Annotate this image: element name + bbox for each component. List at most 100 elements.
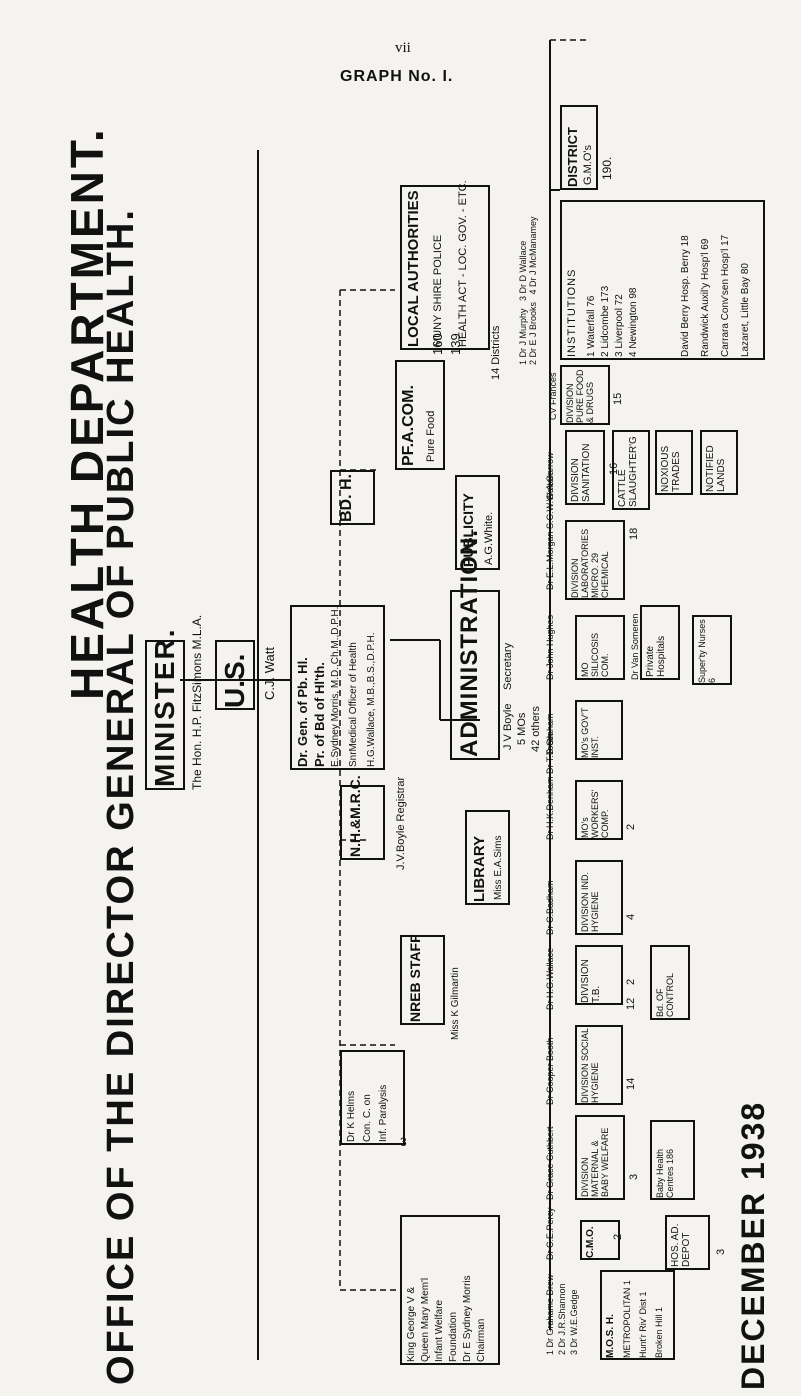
tb-board-label: Bd. OF CONTROL xyxy=(655,972,675,1017)
kelms-line1: Dr K Helms xyxy=(346,1090,357,1142)
kelms-box: Dr K Helms Con. C. on Inf. Paralysis xyxy=(340,1050,405,1145)
workers-box: MO's WORKERS' COMP. xyxy=(575,780,623,840)
us-name: C.J. Watt xyxy=(262,647,277,700)
foundation-line3: Infant Welfare xyxy=(434,1299,445,1362)
foundation-box: King George V & Queen Mary Mem'l Infant … xyxy=(400,1215,500,1365)
kelms-n: 3 xyxy=(400,1135,407,1149)
director-line2: Pr. of Bd of Hl'th. xyxy=(312,662,327,767)
library-box: LIBRARY Miss E.A.Sims xyxy=(465,810,510,905)
silicosis-label: MO SILICOSIS COM. xyxy=(580,632,610,677)
institutions-title: INSTITUTIONS xyxy=(566,268,578,357)
tb-board-box: Bd. OF CONTROL xyxy=(650,945,690,1020)
cmo-label: C.M.O. xyxy=(585,1226,596,1258)
baby-label: Baby Health Centres 186 xyxy=(655,1148,675,1198)
institutions-row-1: 1 Waterfall 76 xyxy=(586,295,597,357)
tb-box: DIVISION T.B. xyxy=(575,945,623,1005)
tb-n: 2 xyxy=(625,978,637,985)
metro-row-3: Broken Hill 1 xyxy=(654,1306,664,1358)
minister-box: MINISTER. xyxy=(145,627,185,790)
local-auth-districts: 14 Districts xyxy=(490,325,502,380)
local-auth-col1: MUNY SHIRE POLICE xyxy=(432,234,444,347)
div-pure-food-box: DIVISION PURE FOOD & DRUGS xyxy=(560,365,610,425)
div-sanitation-box: DIVISION SANITATION xyxy=(565,430,605,505)
pfacom-label: PF.A.COM. xyxy=(400,385,417,466)
maternal-head: Dr Grace Cuthbert xyxy=(545,1126,555,1200)
ind-hyg-box: DIVISION IND. HYGIENE xyxy=(575,860,623,935)
ind-hyg-label: DIVISION IND. HYGIENE xyxy=(580,871,600,932)
workers-head: Dr H.K.Denham Dr T.Tooth xyxy=(545,733,555,840)
nreb-label: NREB STAFF xyxy=(407,934,423,1022)
bdh-label: BD. H. xyxy=(338,474,355,522)
div-pure-food-n: 15 xyxy=(612,392,624,405)
div-pure-food-label: DIVISION PURE FOOD & DRUGS xyxy=(565,369,595,423)
hos-depot-n: 3 xyxy=(715,1248,727,1255)
foundation-line5: Dr E Sydney Morris xyxy=(462,1275,473,1362)
administration-label: ADMINISTRATION. xyxy=(456,529,483,757)
nreb-name: Miss K Gilmartin xyxy=(450,967,461,1040)
institutions-hosp-1: David Berry Hosp. Berry 18 xyxy=(680,235,691,357)
foundation-line6: Chairman xyxy=(476,1318,487,1362)
notified-label: NOTIFIED LANDS xyxy=(705,445,727,492)
institutions-hosp-2: Randwick Auxil'y Hosp'l 69 xyxy=(700,238,711,357)
institutions-hosp-4: Lazaret, Little Bay 80 xyxy=(740,263,751,357)
director-line4: SnrMedical Officer of Health xyxy=(348,642,359,767)
cattle-box: CATTLE SLAUGHTER'G xyxy=(612,430,650,510)
district-box: DISTRICT G.M.O's xyxy=(560,105,598,190)
title-line2: OFFICE OF THE DIRECTOR GENERAL OF PUBLIC… xyxy=(100,208,142,1385)
metro-row-2: Hunt'r Riv' Dist 1 xyxy=(638,1291,648,1358)
private-hosp-head: Dr Van Someren xyxy=(630,613,640,680)
nreb-box: NREB STAFF xyxy=(400,934,445,1025)
institutions-box: INSTITUTIONS 1 Waterfall 76 2 Lidcombe 1… xyxy=(560,200,765,360)
director-box: Dr. Gen. of Pb. Hl. Pr. of Bd of Hl'th. … xyxy=(290,605,385,770)
admin-others: 42 others xyxy=(530,706,542,752)
kelms-line3: Inf. Paralysis xyxy=(378,1084,389,1142)
us-label: U.S. xyxy=(219,653,250,708)
pfacom-sub: Pure Food xyxy=(425,410,437,462)
institutions-staff: 1 Dr J Murphy 3 Dr D Wallace 2 Dr E J Br… xyxy=(518,216,538,365)
library-label: LIBRARY xyxy=(471,835,488,902)
local-auth-title: LOCAL AUTHORITIES xyxy=(405,190,422,347)
institutions-row-4: 4 Newington 98 xyxy=(628,287,639,358)
kelms-line2: Con. C. on xyxy=(362,1094,373,1142)
date-label: DECEMBER 1938 xyxy=(735,1100,771,1390)
district-n: 190. xyxy=(600,156,614,180)
nhmrc-label: N.H.&M.R.C. xyxy=(347,775,363,857)
silicosis-head: Dr John Hughes xyxy=(545,614,555,680)
baby-box: Baby Health Centres 186 xyxy=(650,1120,695,1200)
admin-secretary: Secretary xyxy=(502,642,514,690)
local-auth-col2: HEALTH ACT - LOC. GOV. - ETC. xyxy=(457,180,469,347)
publicity-name: A.G.White. xyxy=(483,511,495,565)
page-number: vii xyxy=(395,40,411,56)
tb-n2: 12 xyxy=(625,997,637,1010)
workers-label: MO's WORKERS' COMP. xyxy=(580,789,610,838)
metro-box: M.O.S. H. METROPOLITAN 1 Hunt'r Riv' Dis… xyxy=(600,1270,675,1360)
bdh-box: BD. H. xyxy=(330,470,375,525)
minister-label: MINISTER. xyxy=(149,627,180,787)
graph-label: GRAPH No. I. xyxy=(340,68,454,85)
publicity-box: PUBLICITY A.G.White. xyxy=(455,475,500,570)
foundation-line2: Queen Mary Mem'l xyxy=(420,1277,431,1362)
gov-inst-box: MO's GOV'T INST. xyxy=(575,700,623,760)
maternal-n: 3 xyxy=(628,1173,640,1180)
tb-label: DIVISION T.B. xyxy=(580,959,602,1003)
library-name: Miss E.A.Sims xyxy=(493,835,504,900)
hos-depot-box: HOS. AD. DEPOT xyxy=(665,1215,710,1270)
nhmrc-box: N.H.&M.R.C. xyxy=(340,775,385,860)
div-sanitation-label: DIVISION SANITATION xyxy=(570,443,592,502)
social-hyg-label: DIVISION SOCIAL HYGIENE xyxy=(580,1028,600,1103)
local-authorities-box: LOCAL AUTHORITIES MUNY SHIRE POLICE HEAL… xyxy=(400,180,490,350)
metro-row-1: METROPOLITAN 1 xyxy=(622,1280,632,1358)
workers-n: 2 xyxy=(625,823,637,830)
metro-staff-3: 3 Dr W.E.Gedge xyxy=(569,1289,579,1355)
local-auth-n1: 160 xyxy=(430,333,445,355)
director-line1: Dr. Gen. of Pb. Hl. xyxy=(295,657,310,767)
foundation-line4: Foundation xyxy=(448,1311,459,1362)
ind-hyg-n: 4 xyxy=(625,913,637,920)
gov-inst-label: MO's GOV'T INST. xyxy=(580,707,600,758)
maternal-box: DIVISION MATERNAL & BABY WELFARE xyxy=(575,1115,625,1200)
minister-name: The Hon. H.P. FitzSimons M.L.A. xyxy=(190,614,204,790)
hos-depot-label: HOS. AD. DEPOT xyxy=(670,1223,692,1267)
notified-box: NOTIFIED LANDS xyxy=(700,430,738,495)
director-line5: H.G.Wallace, M.B.,B.S.,D.P.H. xyxy=(366,632,377,767)
